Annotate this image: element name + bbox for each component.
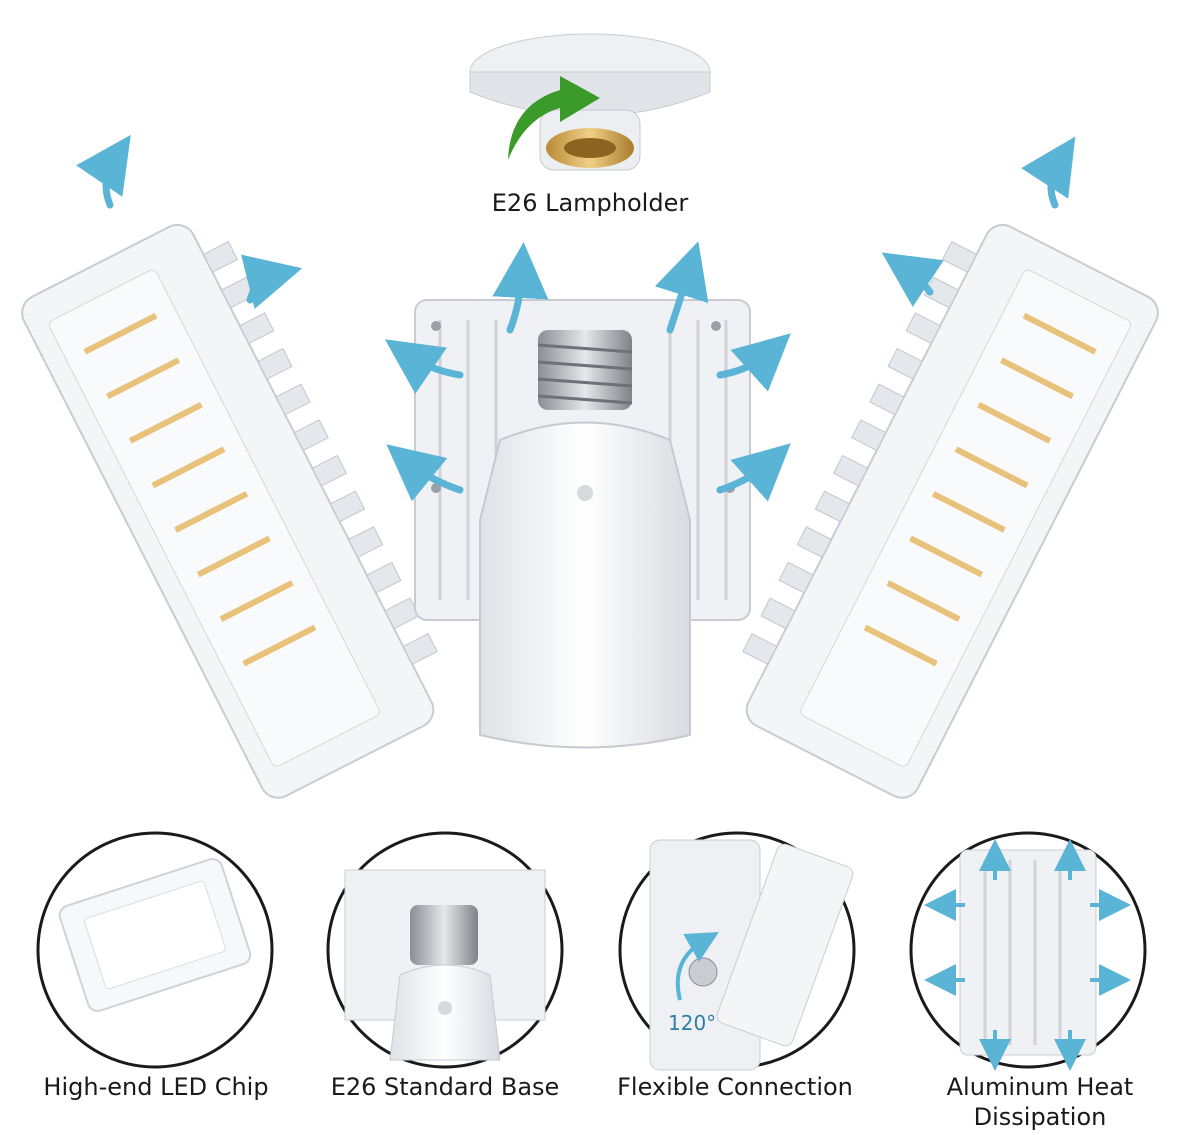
lampholder-label: E26 Lampholder bbox=[491, 189, 689, 217]
right-led-panel bbox=[742, 223, 1159, 799]
caption-led-chip: High-end LED Chip bbox=[43, 1073, 269, 1101]
caption-flexible-connection: Flexible Connection bbox=[617, 1073, 853, 1101]
e26-screw-base bbox=[479, 330, 691, 749]
green-arrow-icon bbox=[508, 76, 600, 160]
lampholder bbox=[469, 33, 711, 171]
caption-standard-base: E26 Standard Base bbox=[330, 1073, 560, 1101]
caption-heat-dissipation: Aluminum Heat Dissipation bbox=[946, 1073, 1134, 1131]
left-led-panel bbox=[21, 223, 438, 799]
feature-e26-base bbox=[326, 831, 564, 1069]
feature-flexible-connection: 120° bbox=[618, 831, 856, 1071]
airflow-arrows-icon bbox=[76, 134, 1076, 502]
feature-heat-dissipation bbox=[909, 831, 1147, 1071]
rotation-angle-label: 120° bbox=[668, 1011, 716, 1035]
feature-led-chip bbox=[36, 831, 274, 1069]
rotation-arrow-icon bbox=[675, 932, 719, 1001]
heat-arrows-icon bbox=[924, 839, 1131, 1071]
